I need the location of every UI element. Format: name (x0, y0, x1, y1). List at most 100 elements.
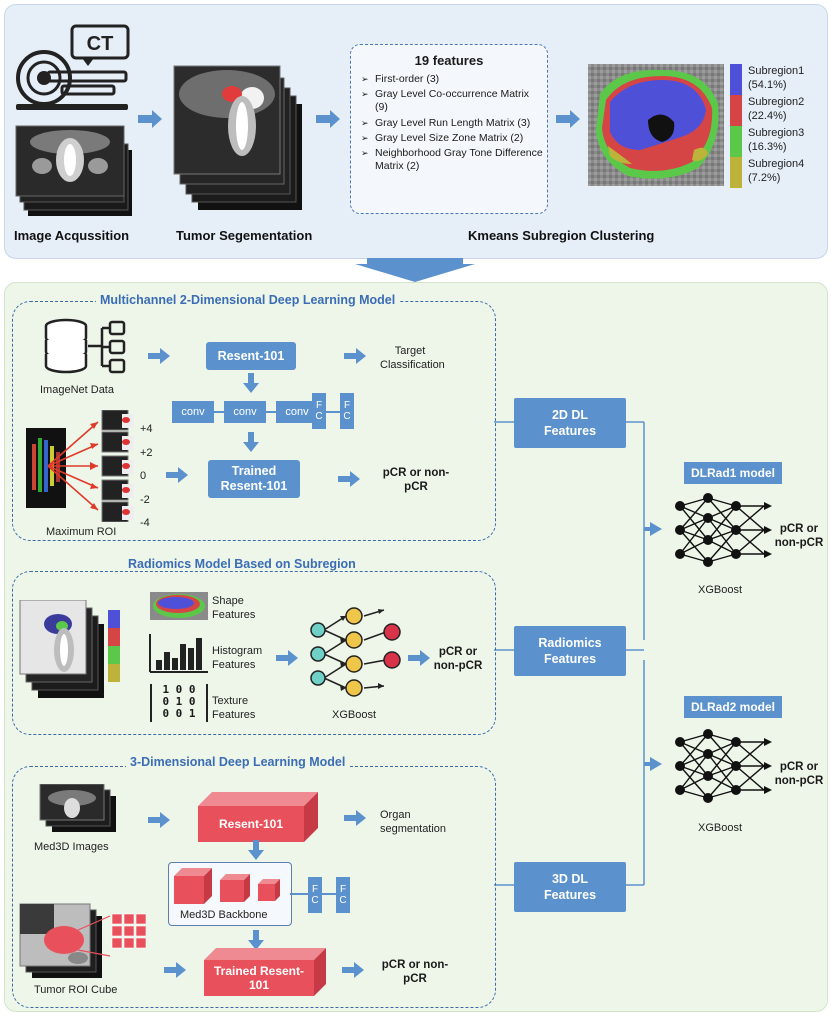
dlrad1-model-label: DLRad1 model (684, 462, 782, 484)
matrix-row: 1 0 0 (162, 683, 196, 696)
legend-pct: (22.4%) (748, 110, 787, 122)
arrow-right-icon (342, 962, 364, 978)
dlrad2-model-label: DLRad2 model (684, 696, 782, 718)
trained-resnet-box: Trained Resent-101 (208, 460, 300, 498)
backbone-cubes (174, 868, 280, 904)
fc-layer-box: F C (308, 877, 322, 913)
legend-pct: (7.2%) (748, 172, 781, 184)
slice-offsets: +4 +2 0 -2 -4 (140, 418, 153, 536)
arrow-right-icon (408, 650, 430, 666)
texture-features-label: Texture Features (212, 695, 256, 721)
conv-layer-box: conv (224, 401, 266, 423)
imagenet-label: ImageNet Data (40, 384, 114, 396)
xgboost-graph (310, 607, 401, 697)
histogram-icon (149, 634, 208, 673)
neural-network-icon (675, 729, 772, 803)
pcr-output-label: pCR or non-pCR (381, 959, 449, 985)
arrow-right-icon (344, 810, 366, 826)
fc-layer-box: F C (312, 393, 326, 429)
arrow-right-icon (556, 110, 580, 128)
slice-offset: +2 (140, 446, 153, 459)
fc-layer-box: F C (340, 393, 354, 429)
tumor-roi-cube-figure (19, 903, 147, 978)
arrow-down-icon (248, 930, 264, 950)
database-icon (44, 318, 126, 374)
slice-offset: 0 (140, 470, 147, 482)
target-classification-label: Target Classification (380, 345, 445, 371)
feature-item: Gray Level Run Length Matrix (3) (361, 117, 543, 130)
feature-item: Gray Level Size Zone Matrix (2) (361, 132, 543, 145)
shape-features-image (150, 592, 208, 620)
section-3d-title: 3-Dimensional Deep Learning Model (126, 755, 350, 769)
ct-label: CT (87, 33, 114, 55)
dlrad2-xgboost-label: XGBoost (698, 822, 743, 834)
arrow-down-icon (248, 840, 264, 860)
legend-swatch (730, 64, 742, 95)
features-title: 19 features (414, 53, 484, 68)
features-radiomics: Radiomics Features (514, 626, 626, 676)
maximum-roi-figure (26, 410, 134, 522)
connector (326, 411, 340, 413)
dlrad2-output-label: pCR or non-pCR (774, 761, 824, 787)
med3d-images-stack (39, 784, 116, 832)
dlrad1-xgboost-label: XGBoost (698, 584, 743, 596)
legend-name: Subregion2 (748, 96, 805, 108)
legend-name: Subregion1 (748, 65, 805, 77)
trained-resnet-3d-box: Trained Resent-101 (213, 964, 305, 992)
histogram-features-label: Histogram Features (212, 645, 263, 671)
arrow-right-icon (276, 650, 298, 666)
connector (290, 893, 308, 895)
tumor-segmentation-caption: Tumor Segementation (176, 228, 313, 243)
organ-segmentation-label: Organ segmentation (380, 809, 447, 835)
image-acquisition-caption: Image Acqussition (14, 228, 130, 243)
arrow-down-icon (243, 432, 259, 452)
texture-matrix-icon: 1 0 0 0 1 0 0 0 1 (150, 684, 208, 722)
resnet-3d-box-shape (198, 792, 318, 842)
resnet-3d-box: Resent-101 (218, 817, 284, 831)
ct-slice-stack (15, 125, 132, 216)
shape-features-label: Shape Features (212, 595, 256, 621)
features-box: 19 features First-order (3) Gray Level C… (350, 44, 548, 214)
matrix-row: 0 1 0 (162, 695, 196, 708)
resnet-101-box: Resent-101 (206, 342, 296, 370)
features-2d-dl: 2D DL Features (514, 398, 626, 448)
arrow-right-icon (344, 348, 366, 364)
subregion-color-bar (730, 64, 742, 188)
connector (266, 411, 276, 413)
feature-item: Neighborhood Gray Tone Difference Matrix… (361, 147, 543, 173)
kmeans-caption: Kmeans Subregion Clustering (468, 228, 655, 243)
section-2d-title: Multichannel 2-Dimensional Deep Learning… (96, 293, 400, 307)
tumor-roi-cube-label: Tumor ROI Cube (34, 984, 118, 996)
ct-scanner-icon: CT (16, 24, 130, 110)
feature-item: Gray Level Co-occurrence Matrix (9) (361, 88, 543, 114)
pcr-output-label: pCR or non-pCR (382, 467, 450, 493)
arrow-right-icon (148, 812, 170, 828)
section-radiomics (12, 571, 496, 735)
features-3d-dl: 3D DL Features (514, 862, 626, 912)
conv-layer-box: conv (172, 401, 214, 423)
legend-name: Subregion3 (748, 127, 805, 139)
med3d-images-label: Med3D Images (34, 841, 109, 853)
slice-offset: -4 (140, 517, 150, 529)
trained-resnet-3d-shape (204, 948, 326, 996)
tumor-segmentation-stack (173, 65, 302, 210)
subregion-legend: Subregion1 (54.1%) Subregion2 (22.4%) Su… (748, 64, 804, 185)
feature-item: First-order (3) (361, 73, 543, 86)
maximum-roi-label: Maximum ROI (46, 526, 117, 538)
pcr-output-label: pCR or non-pCR (433, 646, 483, 672)
arrow-down-icon (355, 258, 475, 282)
arrow-right-icon (148, 348, 170, 364)
legend-swatch (730, 95, 742, 126)
med3d-backbone-label: Med3D Backbone (180, 909, 268, 921)
dlrad1-output-label: pCR or non-pCR (774, 523, 824, 549)
legend-swatch (730, 157, 742, 188)
slice-offset: +4 (140, 423, 153, 435)
fc-layer-box: F C (336, 877, 350, 913)
arrow-right-icon (166, 467, 188, 483)
xgboost-label: XGBoost (332, 709, 377, 721)
legend-pct: (16.3%) (748, 141, 787, 153)
conv-layer-box: conv (276, 401, 318, 423)
modeling-panel (4, 282, 828, 1012)
legend-pct: (54.1%) (748, 79, 787, 91)
